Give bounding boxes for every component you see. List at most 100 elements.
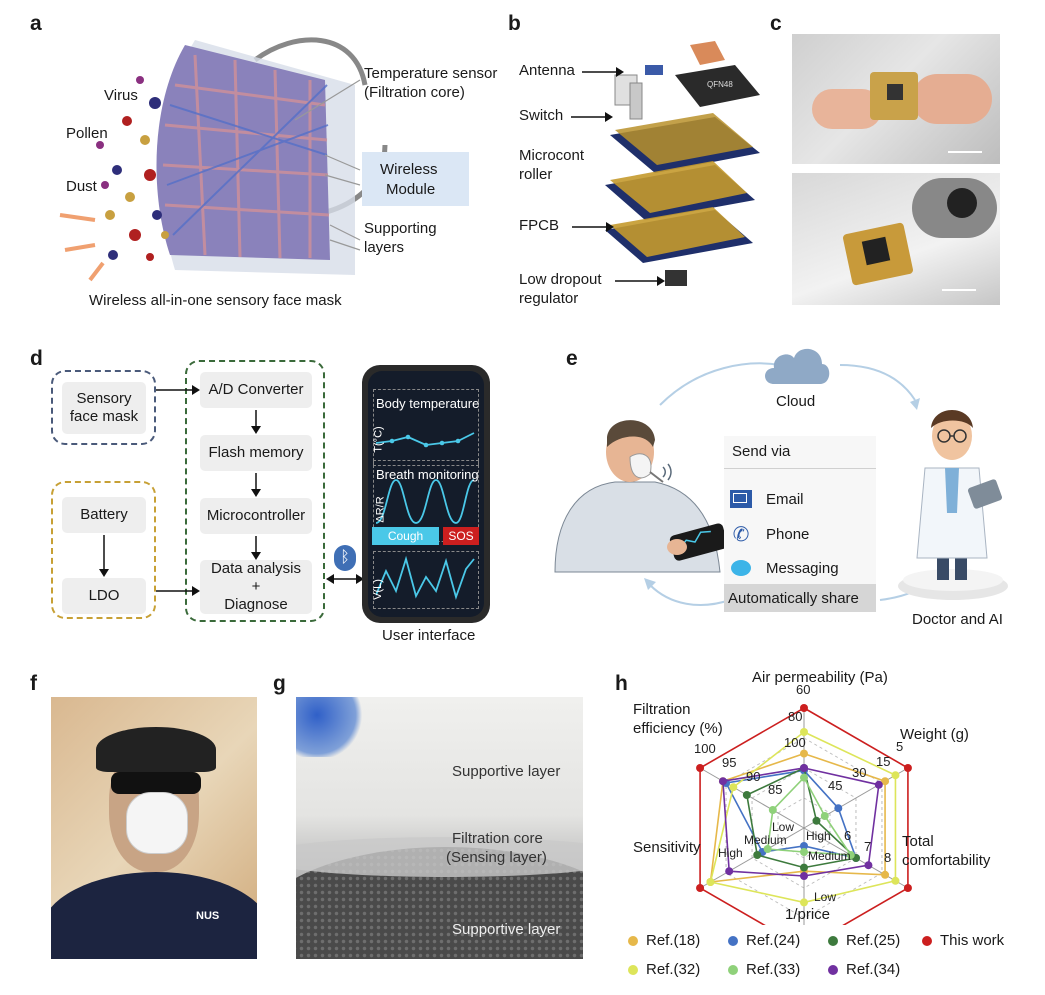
legend-item-3: This work (922, 932, 1004, 949)
ad-converter-box: A/D Converter (200, 372, 312, 408)
panel-label-b: b (508, 12, 521, 35)
legend-marker-2 (828, 935, 838, 946)
doctor-illustration (898, 410, 1008, 600)
radar-point-2-1 (812, 816, 821, 825)
email-icon (730, 490, 752, 508)
legend-label-0: Ref.(18) (646, 932, 701, 949)
radar-point-4-3 (800, 898, 808, 907)
legend-marker-4 (628, 964, 638, 975)
dust-label: Dust (66, 178, 97, 195)
radar-point-3-2 (903, 884, 912, 892)
tick-comfort-8: 8 (884, 850, 891, 865)
radar-point-6-2 (864, 861, 873, 870)
flash-micro-arrow-icon (251, 473, 261, 497)
tick-weight-5: 5 (896, 739, 903, 754)
radar-point-4-5 (729, 783, 738, 792)
legend-marker-1 (728, 935, 738, 946)
mask-caption: Wireless all-in-one sensory face mask (89, 292, 342, 309)
automatically-share-option[interactable]: Automatically share (724, 584, 876, 612)
cough-tag: Cough (372, 527, 439, 545)
radar-point-3-5 (696, 764, 705, 772)
radar-point-5-2 (846, 851, 855, 859)
tick-sens-low: Low (772, 820, 794, 834)
radar-point-5-0 (800, 773, 808, 782)
low-dropout-label: Low dropout (519, 271, 602, 288)
radar-point-2-5 (742, 791, 751, 799)
radar-point-5-5 (768, 806, 777, 814)
legend-item-4: Ref.(32) (628, 961, 700, 978)
messaging-option[interactable]: Messaging (724, 553, 876, 583)
tick-weight-45: 45 (828, 778, 842, 793)
legend-item-2: Ref.(25) (828, 932, 900, 949)
exploded-pcb-illustration: QFN48 (605, 41, 760, 286)
wireless-label: Wireless (380, 161, 438, 178)
tick-air-60: 60 (796, 682, 810, 697)
share-menu: Send via Email ✆ Phone Messaging Automat… (724, 436, 876, 612)
radar-point-0-1 (881, 777, 890, 786)
tick-filt-85: 85 (768, 782, 782, 797)
radar-point-2-4 (753, 851, 762, 859)
device-photo-fingers (792, 34, 1000, 164)
mask-illustration (59, 37, 388, 282)
bluetooth-icon: ᛒ (334, 545, 356, 571)
radar-point-6-4 (725, 867, 734, 876)
radar-point-1-1 (834, 804, 843, 813)
legend-marker-3 (922, 935, 932, 946)
legend-marker-0 (628, 935, 638, 946)
radar-point-0-0 (800, 749, 808, 758)
radar-point-4-1 (891, 771, 900, 780)
radar-axis-1 (803, 767, 909, 829)
panel-label-h: h (615, 672, 628, 695)
phone-option[interactable]: ✆ Phone (724, 519, 876, 549)
legend-marker-6 (828, 964, 838, 975)
messaging-icon (731, 560, 751, 576)
legend-item-0: Ref.(18) (628, 932, 700, 949)
module-label: Module (386, 181, 436, 198)
temperature-sensor-label: Temperature sensor (364, 65, 498, 82)
switch-label: Switch (519, 107, 564, 124)
diagnose-text: Diagnose (224, 596, 288, 613)
radar-point-3-4 (696, 884, 705, 892)
tick-price-low: Low (814, 890, 836, 904)
radar-point-4-0 (800, 728, 808, 736)
phone-mockup (362, 365, 490, 623)
tick-air-80: 80 (788, 709, 802, 724)
body-temperature-label: Body temperature (376, 396, 480, 411)
antenna-label: Antenna (519, 62, 575, 79)
processing-group (185, 360, 325, 622)
fpcb-label: FPCB (519, 217, 560, 234)
bluetooth-link-arrow-icon (326, 574, 364, 584)
sos-tag: SOS (443, 527, 479, 545)
wireless-module-box (362, 152, 469, 206)
tick-price-medium: Medium (808, 849, 851, 863)
breath-axis-label: ΔR/R (374, 496, 387, 523)
data-analysis-box: Data analysis+Diagnose (200, 560, 312, 614)
temp-axis-label: T(°C) (372, 426, 385, 453)
filtration-core-label: (Filtration core) (364, 84, 465, 101)
battery-ldo-arrow-icon (99, 535, 109, 577)
breath-monitoring-label: Breath monitoring (376, 467, 479, 482)
axis-label-comfort-1: Total (902, 833, 934, 850)
axis-label-filtration-2: efficiency (%) (633, 720, 723, 737)
ad-flash-arrow-icon (251, 410, 261, 434)
ldo-box: LDO (62, 578, 146, 614)
panel-label-g: g (273, 672, 286, 695)
tick-price-high: High (806, 829, 831, 843)
legend-label-2: Ref.(25) (846, 932, 901, 949)
tick-weight-30: 30 (852, 765, 866, 780)
radar-point-4-4 (706, 878, 715, 886)
phone-text: Phone (766, 525, 810, 543)
layers-label: layers (364, 239, 405, 256)
switch-arrow-icon (571, 112, 613, 122)
antenna-arrow-icon (582, 67, 624, 77)
power-group (51, 481, 156, 619)
send-via-heading: Send via (732, 442, 791, 460)
email-option[interactable]: Email (724, 484, 876, 514)
tick-air-100: 100 (784, 735, 806, 750)
radar-point-5-1 (820, 812, 829, 820)
plus-text: + (251, 578, 261, 595)
mannequin-photo: NUS (51, 697, 257, 959)
radar-point-6-1 (874, 780, 883, 789)
sensory-text: Sensory (76, 390, 132, 407)
